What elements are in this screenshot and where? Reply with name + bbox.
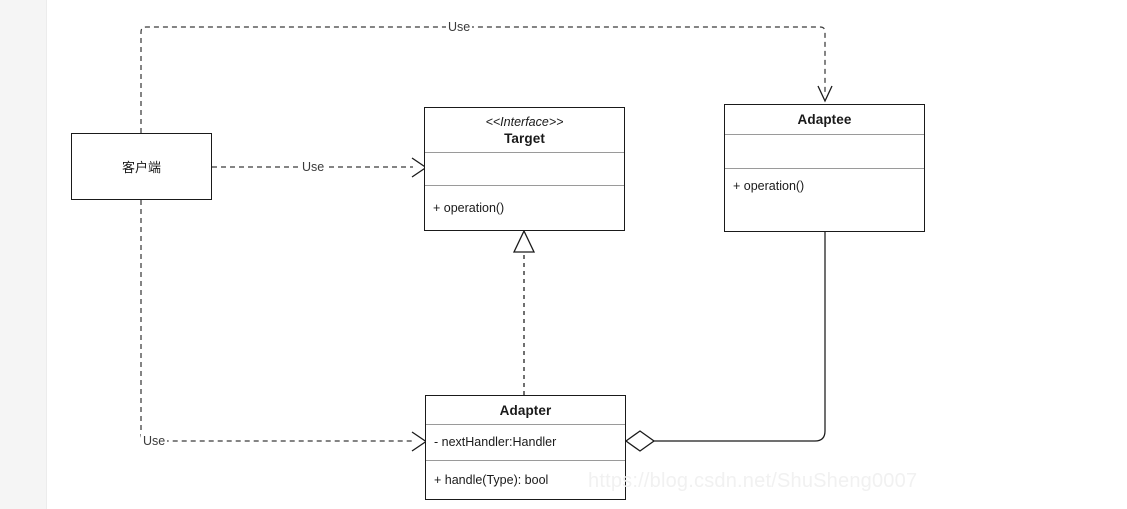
class-adapter-operations-compartment: + handle(Type): bool	[426, 461, 625, 499]
class-target-name-compartment: <<Interface>> Target	[425, 108, 624, 153]
class-client-name: 客户端	[121, 160, 161, 175]
class-adaptee-name: Adaptee	[797, 112, 852, 127]
class-target-operation-0: + operation()	[433, 200, 505, 215]
class-target-name: Target	[504, 130, 545, 146]
watermark-text: https://blog.csdn.net/ShuSheng0007	[588, 470, 918, 492]
class-adapter-attributes-compartment: - nextHandler:Handler	[426, 425, 625, 461]
class-adapter-name-compartment: Adapter	[426, 396, 625, 425]
class-box-adaptee[interactable]: Adaptee + operation()	[724, 104, 925, 232]
edge-adapter-to-adaptee[interactable]	[624, 232, 826, 452]
class-client-name-compartment: 客户端	[72, 134, 211, 199]
edge-label-client-to-adapter: Use	[141, 434, 168, 448]
edge-client-to-adapter[interactable]	[140, 200, 428, 452]
class-target-operations-compartment: + operation()	[425, 186, 624, 230]
class-adaptee-operations-compartment: + operation()	[725, 169, 924, 231]
left-gutter	[0, 0, 47, 509]
class-adaptee-operation-0: + operation()	[733, 179, 805, 193]
class-target-attributes-compartment	[425, 153, 624, 186]
class-adapter-name: Adapter	[499, 402, 552, 418]
edge-adapter-to-target[interactable]	[512, 229, 536, 395]
class-box-target[interactable]: <<Interface>> Target + operation()	[424, 107, 625, 231]
edge-label-client-to-target: Use	[300, 160, 327, 174]
class-adapter-attribute-0: - nextHandler:Handler	[434, 435, 557, 449]
edge-label-client-to-adaptee: Use	[446, 20, 473, 34]
class-adaptee-name-compartment: Adaptee	[725, 105, 924, 135]
class-box-adapter[interactable]: Adapter - nextHandler:Handler + handle(T…	[425, 395, 626, 500]
class-box-client[interactable]: 客户端	[71, 133, 212, 200]
class-target-stereotype: <<Interface>>	[485, 114, 564, 129]
class-adapter-operation-0: + handle(Type): bool	[434, 472, 549, 487]
edge-client-to-adaptee[interactable]	[140, 26, 833, 133]
class-adaptee-attributes-compartment	[725, 135, 924, 169]
